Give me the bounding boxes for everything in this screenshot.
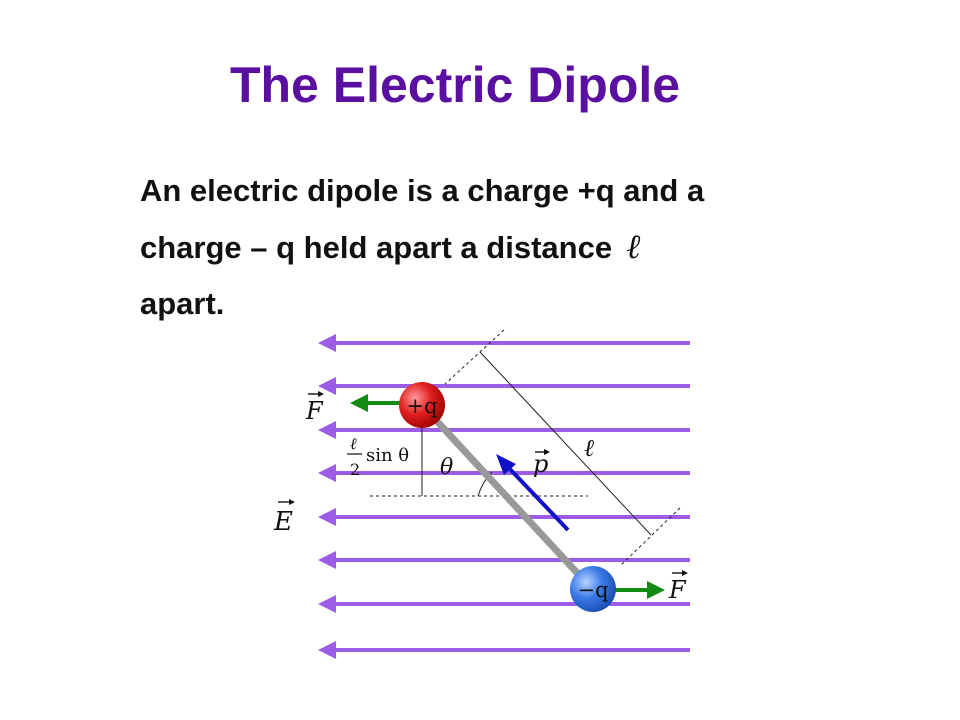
body-line-2: charge – q held apart a distance ℓ <box>140 219 860 276</box>
half-length-sin-theta: ℓ 2 sin θ <box>347 434 409 479</box>
dipole-moment-label-text: p <box>533 450 548 478</box>
dipole-moment-arrow <box>496 454 570 532</box>
length-label: ℓ <box>584 434 594 462</box>
positive-charge <box>399 382 445 428</box>
length-line <box>479 351 652 536</box>
positive-charge-label: +q <box>406 394 437 418</box>
field-label-text: E <box>273 507 293 537</box>
dipole-moment-label: p <box>533 449 550 478</box>
negative-charge-label: −q <box>577 578 608 602</box>
half-length-denominator: 2 <box>350 460 360 479</box>
field-line <box>318 421 690 439</box>
body-line-1: An electric dipole is a charge +q and a <box>140 173 705 208</box>
body-line-2-text: charge – q held apart a distance <box>140 230 613 265</box>
field-line <box>318 551 690 569</box>
body-text: An electric dipole is a charge +q and a … <box>140 163 860 332</box>
sin-theta-label: sin θ <box>366 445 409 466</box>
force-arrow-negative <box>615 581 665 599</box>
guide-lines <box>370 329 681 567</box>
field-line <box>318 508 690 526</box>
field-label: E <box>273 499 295 537</box>
ell-symbol: ℓ <box>626 227 641 267</box>
force-arrow-positive <box>350 394 400 412</box>
field-line <box>318 595 690 613</box>
dashed-extension-top <box>444 329 505 385</box>
force-label-left-text: F <box>305 397 324 425</box>
force-label-right-text: F <box>668 576 687 604</box>
field-line <box>318 641 690 659</box>
dashed-extension-bottom <box>619 507 681 567</box>
angle-label: θ <box>440 455 453 480</box>
force-label-left: F <box>305 391 324 425</box>
field-line <box>318 334 690 352</box>
field-line <box>318 377 690 395</box>
angle-arc <box>477 471 493 497</box>
dipole-rod <box>419 402 595 592</box>
half-length-numerator: ℓ <box>350 434 357 453</box>
negative-charge <box>570 566 616 612</box>
force-label-right: F <box>668 570 688 604</box>
body-line-3: apart. <box>140 286 225 321</box>
slide-title: The Electric Dipole <box>229 57 681 113</box>
